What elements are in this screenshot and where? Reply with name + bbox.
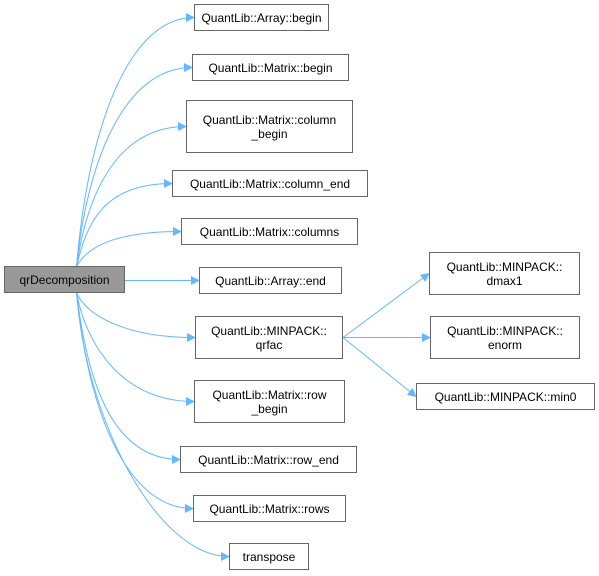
node-label-line: QuantLib::Matrix::column_end [189,176,351,191]
node-matrix-row-end[interactable]: QuantLib::Matrix::row_end [180,446,357,473]
node-minpack-qrfac[interactable]: QuantLib::MINPACK::qrfac [195,316,343,359]
node-label-line: _begin [251,126,288,141]
node-matrix-begin[interactable]: QuantLib::Matrix::begin [192,54,349,81]
edge-root-to-transpose [76,292,230,561]
node-label-line: qrDecomposition [19,272,110,287]
edge-root-to-minpack-qrfac [76,292,196,342]
node-minpack-enorm[interactable]: QuantLib::MINPACK::enorm [430,316,580,359]
node-minpack-min0[interactable]: QuantLib::MINPACK::min0 [416,383,595,410]
node-label-line: QuantLib::Matrix::columns [199,224,340,239]
node-label-line: QuantLib::MINPACK::min0 [434,389,577,404]
node-minpack-dmax1[interactable]: QuantLib::MINPACK::dmax1 [429,252,580,295]
node-label-line: qrfac [255,337,283,352]
edge-root-to-matrix-row-begin [76,292,195,406]
node-label-line: dmax1 [486,273,523,288]
edge-root-to-matrix-row-end [76,292,181,464]
node-label-line: QuantLib::Array::begin [201,10,322,25]
node-matrix-rows[interactable]: QuantLib::Matrix::rows [193,495,346,522]
edge-root-to-matrix-column-end [76,179,173,267]
node-matrix-columns[interactable]: QuantLib::Matrix::columns [181,218,358,245]
node-label-line: QuantLib::Matrix::rows [209,501,330,516]
edge-root-to-matrix-column-begin [76,122,187,267]
edge-minpack-qrfac-to-minpack-min0 [342,337,417,398]
edge-minpack-qrfac-to-minpack-dmax1 [342,272,430,338]
node-label-line: QuantLib::Matrix::begin [208,60,333,75]
edge-root-to-matrix-rows [76,292,194,513]
node-label-line: QuantLib::Array::end [215,273,326,288]
node-label-line: transpose [242,549,296,564]
node-label-line: QuantLib::MINPACK:: [446,259,563,274]
edge-root-to-matrix-begin [76,63,193,267]
edge-root-to-matrix-columns [76,227,182,267]
node-label-line: _begin [251,401,288,416]
node-array-begin[interactable]: QuantLib::Array::begin [194,4,329,31]
node-label-line: QuantLib::MINPACK:: [447,323,563,338]
node-label-line: QuantLib::Matrix::row [212,387,327,402]
node-label-line: QuantLib::Matrix::column [202,112,337,127]
node-matrix-column-begin[interactable]: QuantLib::Matrix::column_begin [186,100,353,153]
node-transpose[interactable]: transpose [229,543,309,570]
node-matrix-column-end[interactable]: QuantLib::Matrix::column_end [172,170,368,197]
node-root[interactable]: qrDecomposition [4,266,125,293]
edge-root-to-array-begin [76,13,195,267]
node-array-end[interactable]: QuantLib::Array::end [199,267,342,294]
node-label-line: QuantLib::Matrix::row_end [198,452,339,467]
node-label-line: enorm [487,337,522,352]
node-matrix-row-begin[interactable]: QuantLib::Matrix::row_begin [194,380,345,423]
node-label-line: QuantLib::MINPACK:: [211,323,327,338]
